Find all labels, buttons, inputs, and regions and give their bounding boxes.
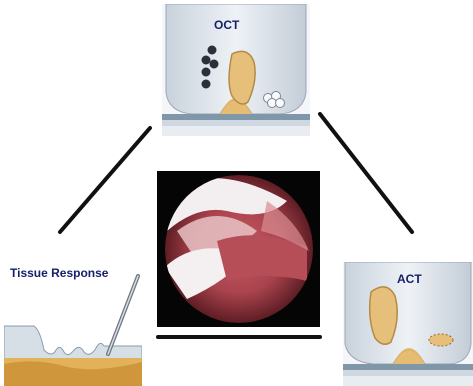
oct-label: OCT [214, 18, 239, 32]
connector-left [60, 128, 150, 232]
tissue-response-label: Tissue Response [10, 266, 108, 280]
tissue-response-panel: Tissue Response [4, 254, 142, 386]
arthroscopy-photo [157, 171, 320, 327]
connector-right [320, 114, 412, 232]
act-label: ACT [397, 272, 422, 286]
oct-panel: OCT [162, 4, 310, 136]
act-panel: ACT [343, 262, 473, 386]
arthroscopy-photo-view [157, 171, 320, 327]
